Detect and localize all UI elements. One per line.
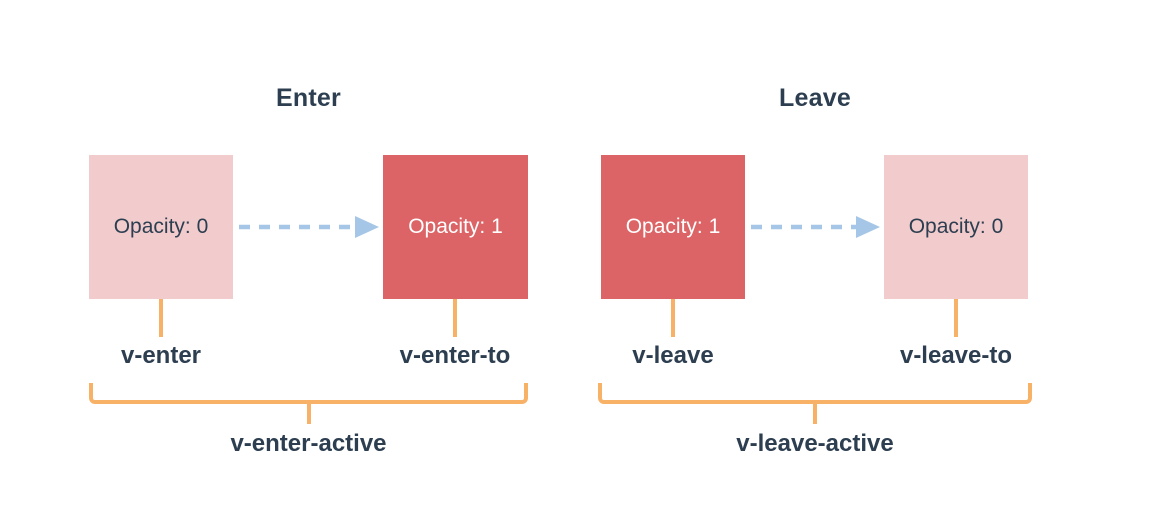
enter-to-class-label: v-enter-to xyxy=(399,342,511,369)
leave-to-class-label: v-leave-to xyxy=(899,342,1013,369)
enter-from-box-label: Opacity: 0 xyxy=(113,215,209,238)
leave-to-box: Opacity: 0 xyxy=(884,155,1028,299)
leave-from-box: Opacity: 1 xyxy=(601,155,745,299)
enter-panel: Enter Opacity: 0 Opacity: 1 v-enter v-en… xyxy=(89,84,528,474)
enter-active-bracket xyxy=(89,383,528,404)
enter-active-class-label: v-enter-active xyxy=(230,430,387,457)
dashed-arrow-icon xyxy=(239,216,379,238)
enter-title: Enter xyxy=(276,84,341,112)
enter-from-class-label: v-enter xyxy=(120,342,202,369)
leave-active-bracket xyxy=(598,383,1032,404)
leave-from-class-label: v-leave xyxy=(632,342,714,369)
connector-line xyxy=(453,299,457,337)
enter-from-box: Opacity: 0 xyxy=(89,155,233,299)
enter-to-box-label: Opacity: 1 xyxy=(408,215,503,238)
connector-line xyxy=(954,299,958,337)
leave-to-box-label: Opacity: 0 xyxy=(908,215,1004,238)
connector-line xyxy=(671,299,675,337)
leave-panel: Leave Opacity: 1 Opacity: 0 v-leave v-le… xyxy=(598,84,1032,474)
bracket-tick xyxy=(813,404,817,424)
leave-active-class-label: v-leave-active xyxy=(736,430,894,457)
leave-from-box-label: Opacity: 1 xyxy=(625,215,721,238)
connector-line xyxy=(159,299,163,337)
dashed-arrow-icon xyxy=(751,216,880,238)
bracket-tick xyxy=(306,404,311,424)
leave-title: Leave xyxy=(779,84,851,112)
enter-to-box: Opacity: 1 xyxy=(383,155,528,299)
